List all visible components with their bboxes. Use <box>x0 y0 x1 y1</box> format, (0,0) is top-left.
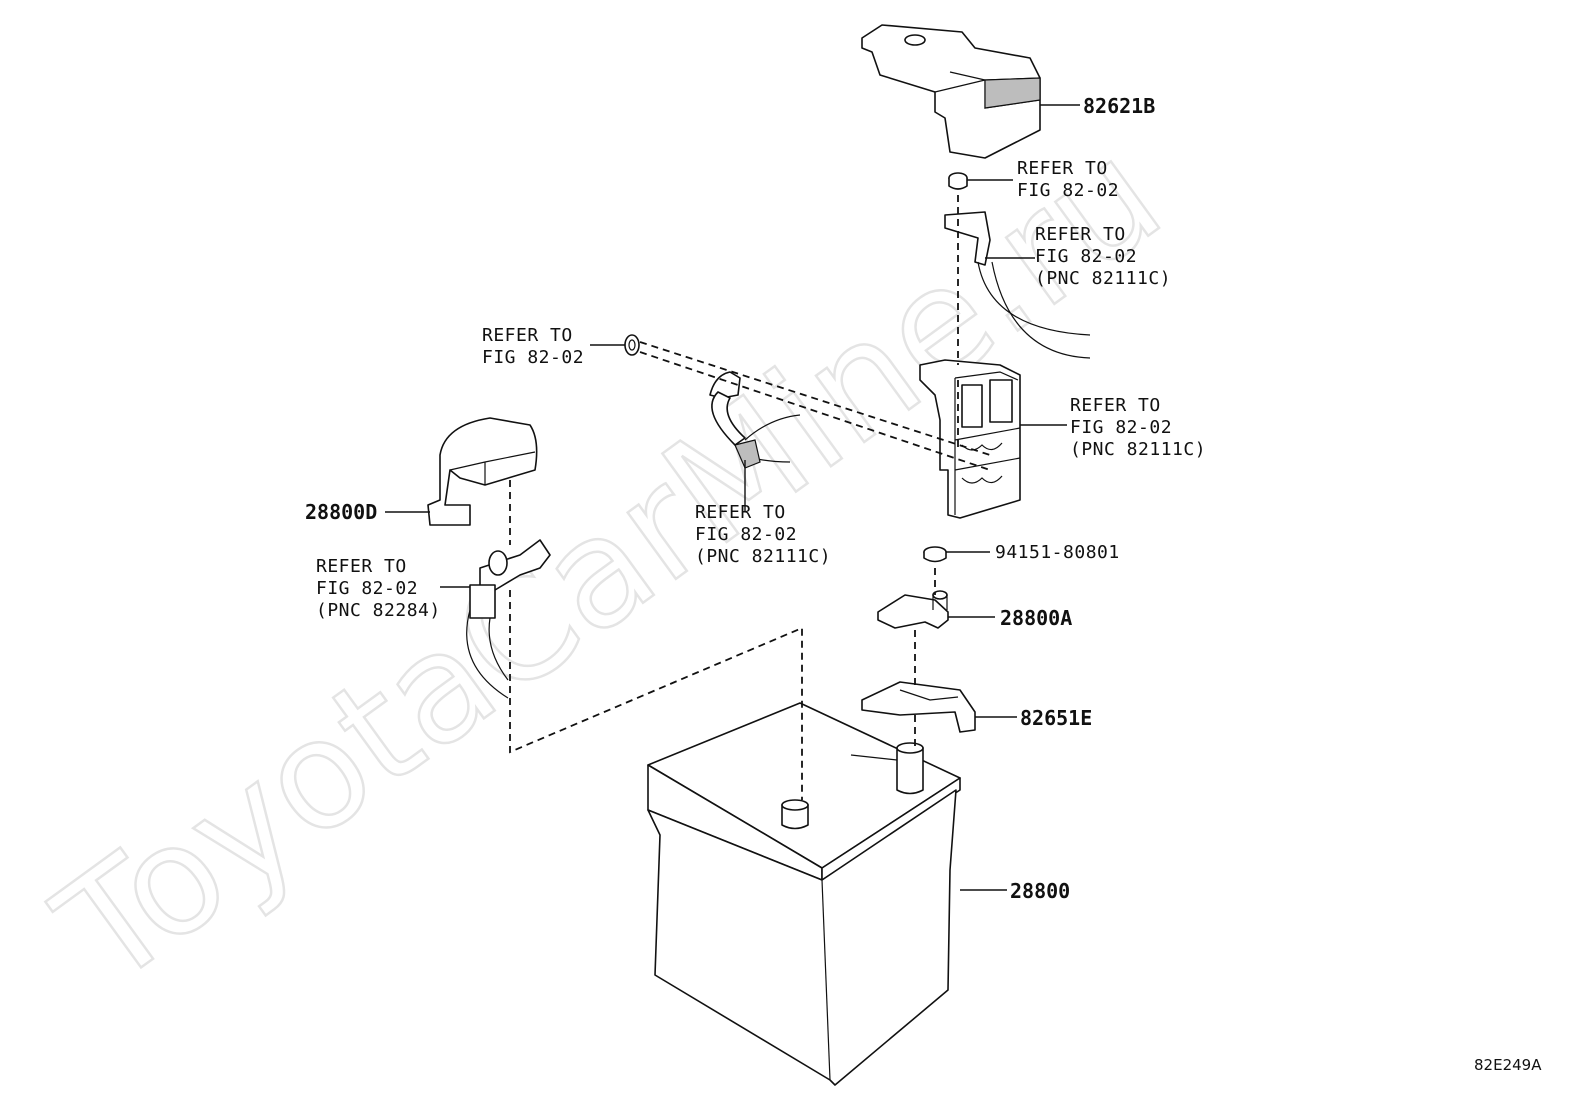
fuse-block <box>919 359 1021 519</box>
label-28800a: 28800A <box>1000 606 1072 630</box>
leader-lines <box>385 104 1080 891</box>
callout-28800d: 28800D <box>305 500 377 524</box>
label-terminal-left-3: (PNC 82284) <box>316 600 441 621</box>
callout-nut-top: REFER TO FIG 82-02 <box>1017 158 1119 201</box>
label-fuse-block-2: FIG 82-02 <box>1070 417 1172 438</box>
label-cable-right-1: REFER TO <box>1035 224 1126 245</box>
label-94151-80801: 94151-80801 <box>995 542 1120 563</box>
label-28800d: 28800D <box>305 500 377 524</box>
label-nut-left-2: FIG 82-02 <box>482 347 584 368</box>
cable-right <box>944 211 1091 359</box>
label-terminal-left-1: REFER TO <box>316 556 407 577</box>
callout-82651e: 82651E <box>1020 706 1092 730</box>
label-fuse-block-1: REFER TO <box>1070 395 1161 416</box>
figure-code: 82E249A <box>1474 1056 1542 1074</box>
label-82621b: 82621B <box>1083 94 1155 118</box>
label-cable-right-3: (PNC 82111C) <box>1035 268 1171 289</box>
cover-28800d <box>427 417 538 526</box>
label-nut-left-1: REFER TO <box>482 325 573 346</box>
callout-terminal-left: REFER TO FIG 82-02 (PNC 82284) <box>316 556 441 621</box>
callout-fuse-block: REFER TO FIG 82-02 (PNC 82111C) <box>1070 395 1206 460</box>
callout-cable-right: REFER TO FIG 82-02 (PNC 82111C) <box>1035 224 1171 289</box>
cable-mid <box>709 371 801 469</box>
label-cable-mid-2: FIG 82-02 <box>695 524 797 545</box>
plate-82651e <box>861 681 976 733</box>
assembly-lines <box>509 195 991 800</box>
label-82651e: 82651E <box>1020 706 1092 730</box>
battery-28800 <box>647 702 961 1086</box>
callout-nut-left: REFER TO FIG 82-02 <box>482 325 584 368</box>
nut-left <box>624 334 640 356</box>
callout-cable-mid: REFER TO FIG 82-02 (PNC 82111C) <box>695 502 831 567</box>
label-fuse-block-3: (PNC 82111C) <box>1070 439 1206 460</box>
label-28800: 28800 <box>1010 879 1070 903</box>
nut-top <box>948 172 968 190</box>
callout-82621b: 82621B <box>1083 94 1155 118</box>
callout-28800a: 28800A <box>1000 606 1072 630</box>
callout-94151-80801: 94151-80801 <box>995 542 1120 563</box>
nut-94151-80801 <box>923 546 947 563</box>
cover-82621b <box>861 24 1041 159</box>
label-cable-mid-3: (PNC 82111C) <box>695 546 831 567</box>
terminal-left <box>466 539 551 699</box>
label-nut-top-2: FIG 82-02 <box>1017 180 1119 201</box>
clamp-28800a <box>877 590 949 629</box>
label-terminal-left-2: FIG 82-02 <box>316 578 418 599</box>
label-cable-mid-1: REFER TO <box>695 502 786 523</box>
label-cable-right-2: FIG 82-02 <box>1035 246 1137 267</box>
label-nut-top-1: REFER TO <box>1017 158 1108 179</box>
callout-28800: 28800 <box>1010 879 1070 903</box>
